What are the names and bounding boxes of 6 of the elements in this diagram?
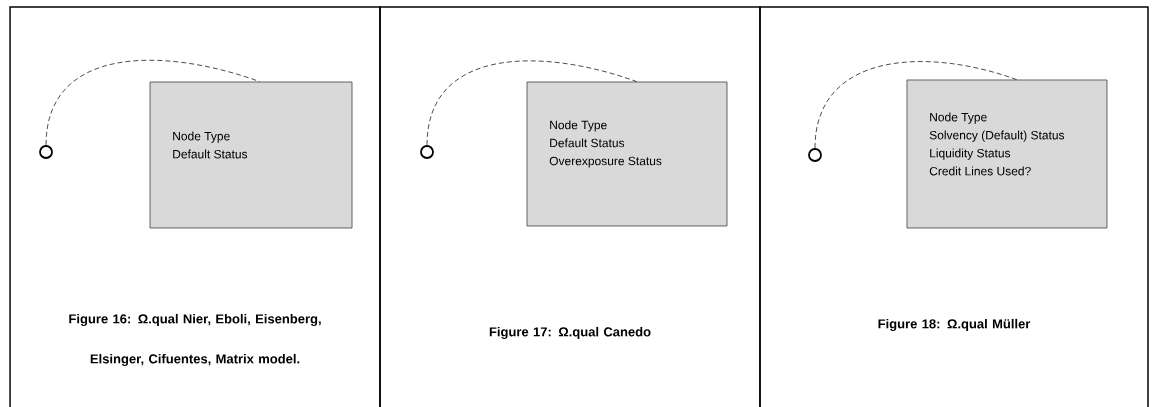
- attribute-box: Node Type Solvency (Default) Status Liquidity Status Credit Lines Used?: [906, 79, 1108, 229]
- attribute-box: Node Type Default Status: [149, 81, 353, 229]
- attribute-box: Node Type Default Status Overexposure Status: [526, 81, 728, 227]
- connector-curve: [426, 60, 637, 146]
- connector-curve: [814, 61, 1017, 149]
- connector-curve: [45, 60, 260, 146]
